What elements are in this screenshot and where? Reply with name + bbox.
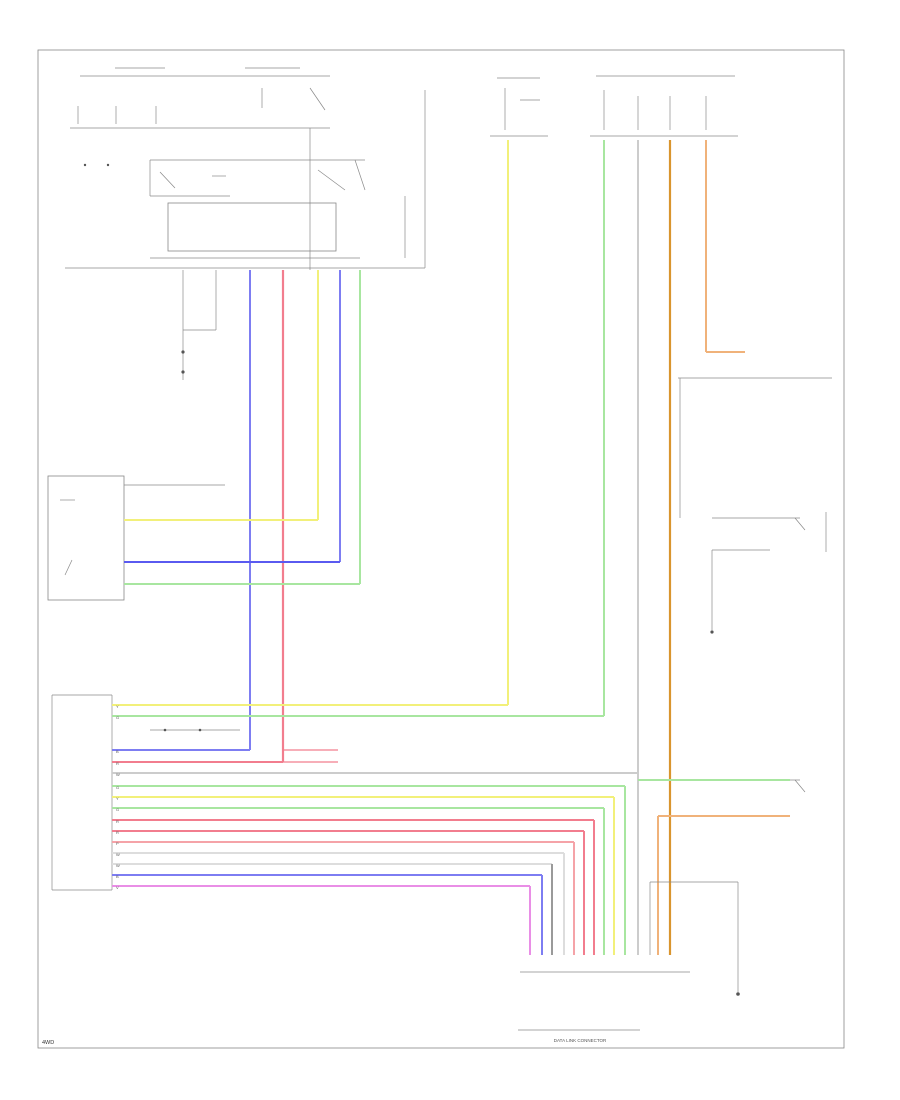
fuse-relay-block — [65, 67, 426, 270]
svg-text:G: G — [116, 785, 119, 790]
ground-symbol-top — [181, 270, 217, 380]
fuse-group-center — [490, 77, 548, 137]
svg-text:W: W — [116, 772, 120, 777]
svg-text:R: R — [116, 830, 119, 835]
svg-text:G: G — [116, 807, 119, 812]
svg-text:R: R — [116, 761, 119, 766]
svg-text:W: W — [116, 852, 120, 857]
fuse-group-right — [590, 75, 738, 137]
svg-text:G: G — [116, 715, 119, 720]
svg-text:V: V — [116, 885, 119, 890]
bottom-connector-block — [518, 881, 740, 1031]
diagram-frame — [37, 49, 845, 1049]
svg-text:B: B — [116, 874, 119, 879]
svg-text:B: B — [116, 749, 119, 754]
pin-labels: Y G B R W G Y G R R P W W B V — [116, 704, 120, 890]
switch-box-left — [47, 475, 225, 601]
right-components — [678, 377, 832, 793]
svg-text:Y: Y — [116, 796, 119, 801]
wire-harness — [112, 140, 790, 955]
bottom-connector-label: DATA LINK CONNECTOR — [554, 1038, 607, 1043]
svg-text:W: W — [116, 863, 120, 868]
svg-text:R: R — [116, 819, 119, 824]
page-code: 4WD — [42, 1040, 54, 1046]
svg-text:P: P — [116, 841, 119, 846]
ecu-box — [51, 694, 240, 891]
svg-text:Y: Y — [116, 704, 119, 709]
